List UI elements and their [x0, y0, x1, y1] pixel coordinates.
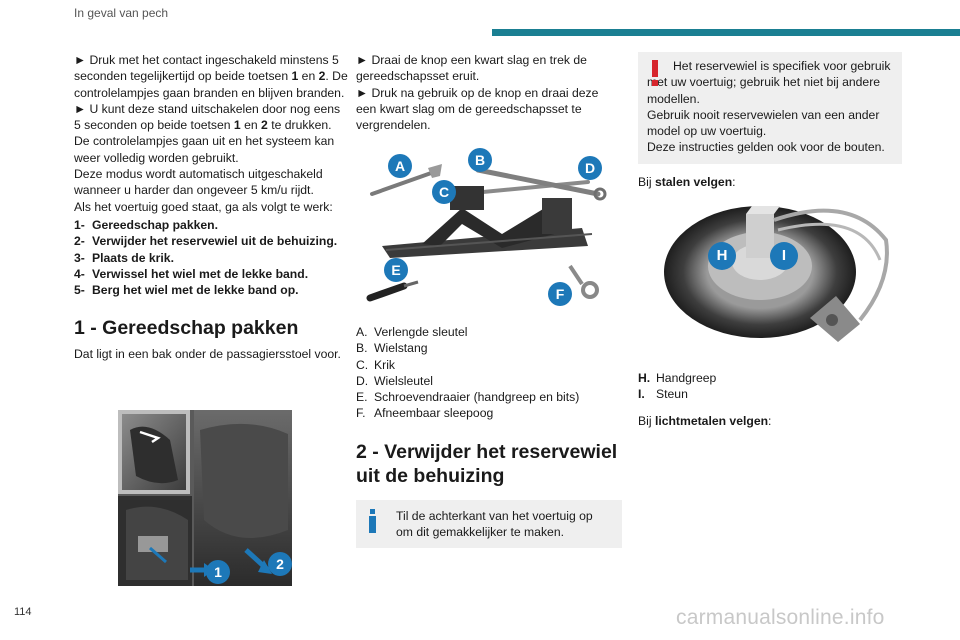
column-1: ► Druk met het contact ingeschakeld mins…: [74, 52, 350, 363]
legend-item: H.Handgreep: [638, 371, 717, 385]
warning-text: Het reservewiel is specifiek voor gebrui…: [647, 59, 891, 106]
column-2-lower: A.Verlengde sleutel B.Wielstang C.Krik D…: [356, 324, 622, 549]
paragraph: Als het voertuig goed staat, ga als volg…: [74, 199, 333, 214]
info-box: Til de achterkant van het voertuig op om…: [356, 499, 622, 549]
legend-item: B.Wielstang: [356, 341, 428, 356]
toolkit-legend: A.Verlengde sleutel B.Wielstang C.Krik D…: [356, 324, 622, 422]
legend-item: C.Krik: [356, 357, 395, 372]
legend-item: A.Verlengde sleutel: [356, 325, 468, 339]
callout-B: B: [468, 148, 492, 172]
step-item: 5-Berg het wiel met de lekke band op.: [74, 283, 299, 298]
callout-1: 1: [206, 560, 230, 584]
column-2: ► Draai de knop een kwart slag en trek d…: [356, 52, 622, 133]
legend-item: I.Steun: [638, 387, 688, 402]
step-item: 3-Plaats de krik.: [74, 250, 174, 265]
page-number: 114: [14, 606, 32, 618]
callout-D: D: [578, 156, 602, 180]
paragraph: ► Druk met het contact ingeschakeld mins…: [74, 53, 348, 100]
paragraph: De controlelampjes gaan uit en het syste…: [74, 134, 335, 165]
warning-text: Deze instructies gelden ook voor de bout…: [647, 140, 885, 155]
warning-icon: [652, 60, 658, 86]
paragraph: ► U kunt deze stand uitschakelen door no…: [74, 101, 341, 133]
spare-wheel-figure: [664, 206, 889, 342]
callout-A: A: [388, 154, 412, 178]
step-item: 4-Verwissel het wiel met de lekke band.: [74, 266, 309, 281]
steps-list: 1-Gereedschap pakken. 2-Verwijder het re…: [74, 217, 350, 298]
toolkit-figure: [366, 164, 607, 302]
info-text: Til de achterkant van het voertuig op om…: [396, 508, 593, 540]
callout-H: H: [708, 242, 736, 270]
callout-2: 2: [268, 552, 292, 576]
legend-item: D.Wielsleutel: [356, 373, 433, 388]
column-3: Het reservewiel is specifiek voor gebrui…: [638, 52, 902, 190]
callout-C: C: [432, 180, 456, 204]
info-icon: [369, 508, 376, 533]
section-title: 2 - Verwijder het reservewiel uit de beh…: [356, 440, 618, 487]
warning-text: Gebruik nooit reservewielen van een ande…: [647, 107, 880, 139]
running-header: In geval van pech: [74, 6, 169, 20]
callout-E: E: [384, 258, 408, 282]
seat-storage-figure: [118, 410, 292, 586]
warning-box: Het reservewiel is specifiek voor gebrui…: [638, 52, 902, 164]
paragraph: Bij stalen velgen:: [638, 174, 736, 189]
paragraph: Dat ligt in een bak onder de passagierss…: [74, 347, 341, 362]
paragraph: Deze modus wordt automatisch uitgeschake…: [74, 167, 323, 198]
legend-item: E.Schroevendraaier (handgreep en bits): [356, 390, 580, 405]
paragraph: ► Draai de knop een kwart slag en trek d…: [356, 53, 587, 84]
watermark: carmanualsonline.info: [676, 606, 885, 629]
callout-I: I: [770, 242, 798, 270]
wheel-legend: H.Handgreep I.Steun: [638, 370, 902, 403]
paragraph: ► Druk na gebruik op de knop en draai de…: [356, 85, 599, 133]
paragraph: Bij lichtmetalen velgen:: [638, 413, 772, 428]
callout-F: F: [548, 282, 572, 306]
step-item: 1-Gereedschap pakken.: [74, 217, 218, 232]
section-title: 1 - Gereedschap pakken: [74, 317, 299, 340]
step-item: 2-Verwijder het reservewiel uit de behui…: [74, 234, 338, 249]
header-accent-bar: [492, 29, 960, 36]
legend-item: F.Afneembaar sleepoog: [356, 406, 494, 421]
column-3-lower: H.Handgreep I.Steun Bij lichtmetalen vel…: [638, 370, 902, 429]
